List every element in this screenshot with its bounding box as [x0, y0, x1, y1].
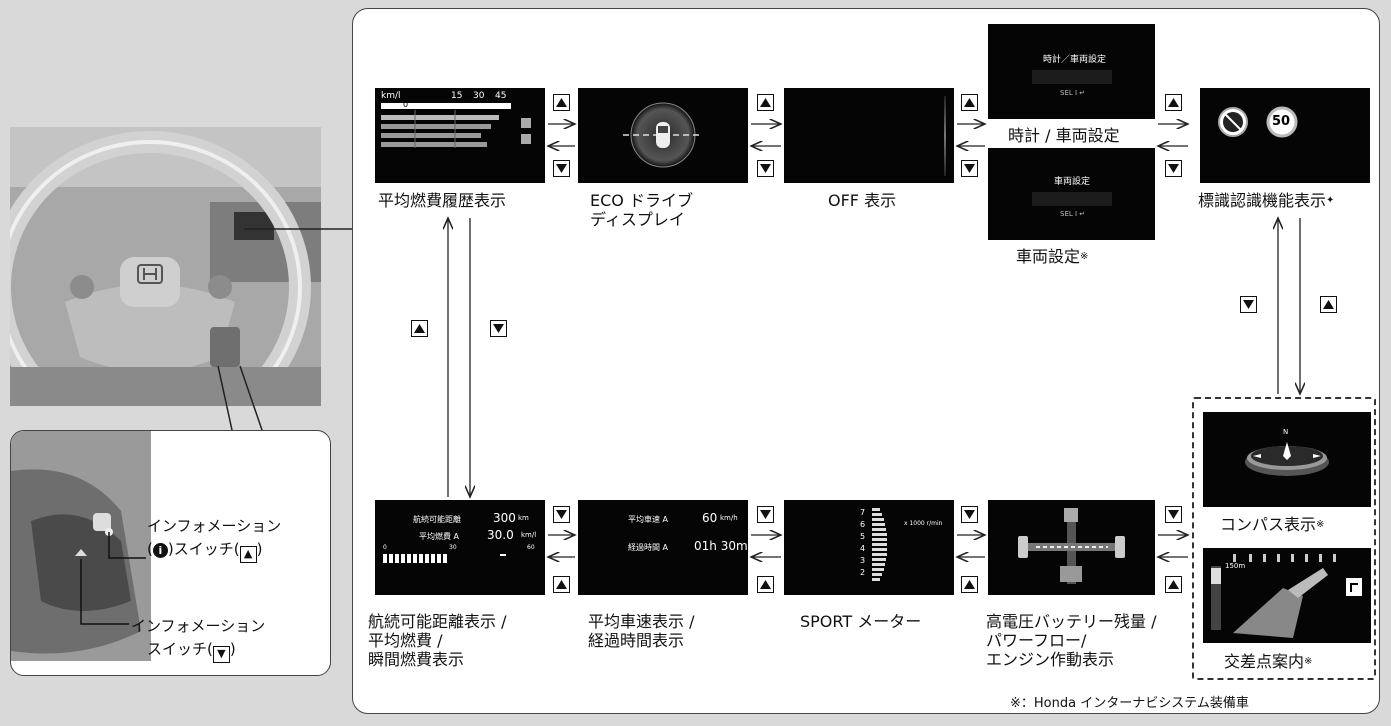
down-button-icon: [961, 506, 978, 523]
up-button-icon: [961, 576, 978, 593]
switch-closeup-inset: インフォメーション (i)スイッチ(▲) インフォメーション スイッチ(▼): [10, 430, 331, 676]
compass-n: N: [1283, 428, 1289, 436]
screen-intersection: 150m: [1203, 548, 1371, 643]
tick-15: 15: [451, 91, 463, 101]
intersection-distance: 150m: [1225, 562, 1246, 570]
clock-settings-sel: SEL I ↵: [1060, 89, 1086, 97]
label-intersection: 交差点案内※: [1224, 652, 1313, 671]
screen-range-fuel: 航続可能距離 300 km 平均燃費 A 30.0 km/l 0 30 60: [375, 500, 545, 595]
screen-eco-drive: [578, 88, 748, 183]
row-value: 0: [403, 100, 409, 109]
down-button-icon: [1240, 296, 1257, 313]
up-button-icon: [1165, 94, 1182, 111]
down-button-icon: [553, 506, 570, 523]
avg-speed-name: 平均車速 A: [628, 515, 669, 524]
rpm-tick-4: 4: [860, 544, 866, 553]
info-up-label-line2: (i)スイッチ(▲): [147, 540, 262, 563]
up-button-icon: [553, 576, 570, 593]
label-off-display: OFF 表示: [828, 191, 897, 210]
scale-60: 60: [527, 544, 535, 551]
vehicle-settings-sel: SEL I ↵: [1060, 210, 1086, 218]
label-eco-drive: ECO ドライブ ディスプレイ: [590, 191, 693, 229]
screen-compass: N: [1203, 412, 1371, 507]
clock-settings-title: 時計／車両設定: [1043, 55, 1107, 65]
label-range-fuel: 航続可能距離表示 / 平均燃費 / 瞬間燃費表示: [368, 612, 507, 669]
screen-sign-recognition: 50: [1200, 88, 1370, 183]
down-button-icon: [1165, 160, 1182, 177]
avg-fuel-name: 平均燃費 A: [419, 532, 460, 541]
info-down-label-line1: インフォメーション: [131, 617, 266, 635]
up-button-icon: [1165, 576, 1182, 593]
tick-45: 45: [495, 91, 507, 101]
avg-fuel-value: 30.0: [487, 528, 514, 542]
up-triangle-icon: ▲: [239, 546, 257, 563]
screen-sport-meter: 7 6 5 4 3 2 x 1000 r/min: [784, 500, 954, 595]
tick-30: 30: [473, 91, 485, 101]
steering-wheel-photo: [10, 127, 321, 406]
up-button-icon: [1320, 296, 1337, 313]
footnote: ※：Honda インターナビシステム装備車: [1010, 696, 1249, 711]
down-button-icon: [757, 506, 774, 523]
rpm-tick-5: 5: [860, 532, 866, 541]
down-button-icon: [757, 160, 774, 177]
info-down-label-line2: スイッチ(▼): [147, 640, 236, 663]
callout-lines: [217, 228, 352, 431]
down-button-icon: [490, 320, 507, 337]
rpm-tick-2: 2: [860, 568, 866, 577]
elapsed-time-name: 経過時間 A: [628, 543, 669, 552]
avg-fuel-unit: km/l: [521, 531, 537, 539]
vehicle-settings-title: 車両設定: [1054, 177, 1091, 187]
down-triangle-icon: ▼: [212, 646, 230, 663]
down-button-icon: [961, 160, 978, 177]
rpm-tick-3: 3: [860, 556, 866, 565]
label-hv-battery: 高電圧バッテリー残量 / パワーフロー/ エンジン作動表示: [986, 612, 1157, 669]
rpm-tick-7: 7: [860, 508, 866, 517]
screen-avg-fuel-history: km/l 15 30 45 0: [375, 88, 545, 183]
rpm-tick-6: 6: [860, 520, 866, 529]
label-compass: コンパス表示※: [1220, 515, 1325, 534]
down-button-icon: [553, 160, 570, 177]
up-button-icon: [961, 94, 978, 111]
navigation-group-box: [1192, 397, 1376, 680]
up-button-icon: [757, 576, 774, 593]
screen-off-display: [784, 88, 954, 183]
info-up-label-line1: インフォメーション: [147, 517, 282, 535]
label-avg-fuel-history: 平均燃費履歴表示: [378, 191, 507, 210]
label-avg-speed: 平均車速表示 / 経過時間表示: [588, 612, 695, 650]
range-name: 航続可能距離: [413, 515, 461, 524]
label-sign-recognition: 標識認識機能表示✦: [1198, 191, 1335, 210]
range-value: 300: [493, 511, 516, 525]
range-unit: km: [518, 514, 529, 522]
scale-30: 30: [449, 544, 457, 551]
avg-speed-value: 60: [702, 511, 718, 525]
up-button-icon: [757, 94, 774, 111]
label-clock-settings: 時計 / 車両設定: [1008, 126, 1120, 145]
scale-0: 0: [383, 544, 387, 551]
label-sport-meter: SPORT メーター: [800, 612, 922, 631]
screen-vehicle-settings: 車両設定 SEL I ↵: [988, 148, 1155, 240]
up-button-icon: [553, 94, 570, 111]
down-button-icon: [1165, 506, 1182, 523]
unit-text: km/l: [381, 91, 401, 101]
elapsed-time-value: 01h 30m: [694, 539, 748, 553]
screen-avg-speed: 平均車速 A 60 km/h 経過時間 A 01h 30m: [578, 500, 748, 595]
label-vehicle-settings: 車両設定※: [1016, 247, 1089, 266]
speed-sign-value: 50: [1272, 114, 1291, 129]
avg-speed-unit: km/h: [720, 514, 738, 522]
rpm-unit: x 1000 r/min: [904, 520, 943, 527]
up-button-icon: [411, 320, 428, 337]
info-circle-icon: i: [152, 543, 168, 558]
screen-clock-settings: 時計／車両設定 SEL I ↵: [988, 24, 1155, 119]
screen-hv-battery: [988, 500, 1155, 595]
